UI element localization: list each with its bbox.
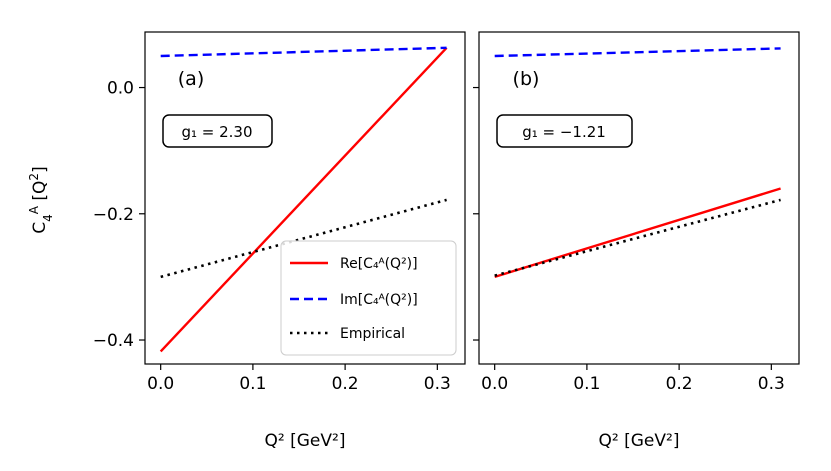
- panel-b-series-empirical: [494, 198, 781, 277]
- panel-a: 0.0 0.1 0.2 0.3 0.0 −0.2 −0.4 (a) g₁ = 2.30 Q…: [93, 31, 466, 451]
- panel-b-x-tick-label: 0.2: [666, 374, 693, 394]
- panel-b-x-tick-label: 0.0: [481, 374, 508, 394]
- panel-a-x-tick-label: 0.2: [332, 374, 359, 394]
- panel-b-annotation-box: [496, 114, 633, 148]
- panel-a-x-tick-label: 0.0: [147, 374, 174, 394]
- panel-b-frame: [478, 31, 800, 365]
- panel-a-label: (a): [178, 68, 204, 90]
- panel-a-y-tick-label: 0.0: [107, 79, 134, 99]
- legend-label-im: Im[C₄ᴬ(Q²)]: [340, 292, 418, 308]
- panel-a-y-tick-label: −0.4: [93, 331, 134, 351]
- panel-a-annotation: g₁ = 2.30: [181, 123, 252, 141]
- legend-label-re: Re[C₄ᴬ(Q²)]: [340, 256, 418, 272]
- panel-b-x-tick-label: 0.1: [573, 374, 600, 394]
- panel-a-y-ticks: 0.0 −0.2 −0.4: [93, 79, 145, 351]
- panel-a-annotation-box: [162, 114, 273, 148]
- panel-b-y-ticks: [473, 86, 479, 341]
- panel-b-x-ticks: 0.0 0.1 0.2 0.3: [481, 364, 785, 394]
- panel-a-x-axis-label: Q² [GeV²]: [265, 431, 346, 451]
- panel-a-x-tick-label: 0.1: [239, 374, 266, 394]
- panel-a-series-imcq: [160, 46, 447, 58]
- panel-b: 0.0 0.1 0.2 0.3 (b) g₁ = −1.21 Q² [GeV²]: [473, 31, 800, 451]
- legend-label-empirical: Empirical: [340, 326, 405, 342]
- panel-b-annotation: g₁ = −1.21: [522, 123, 606, 141]
- panel-b-series-imcq: [494, 47, 781, 58]
- panel-a-frame: [144, 31, 466, 365]
- panel-a-x-ticks: 0.0 0.1 0.2 0.3: [147, 364, 451, 394]
- panel-b-x-axis-label: Q² [GeV²]: [599, 431, 680, 451]
- panel-a-x-tick-label: 0.3: [424, 374, 451, 394]
- panel-a-series-recq: [159, 46, 448, 353]
- panel-a-y-tick-label: −0.2: [93, 205, 134, 225]
- panel-b-label: (b): [513, 68, 540, 90]
- legend: Re[C₄ᴬ(Q²)] Im[C₄ᴬ(Q²)] Empirical: [280, 240, 457, 356]
- panel-a-series-empirical: [160, 198, 447, 279]
- y-axis-label: C4A [Q2]: [27, 166, 55, 233]
- legend-box: [280, 240, 457, 356]
- panel-a-series: [159, 46, 448, 353]
- panel-b-series-recq: [494, 187, 781, 279]
- panel-b-x-tick-label: 0.3: [758, 374, 785, 394]
- panel-b-series: [494, 47, 781, 279]
